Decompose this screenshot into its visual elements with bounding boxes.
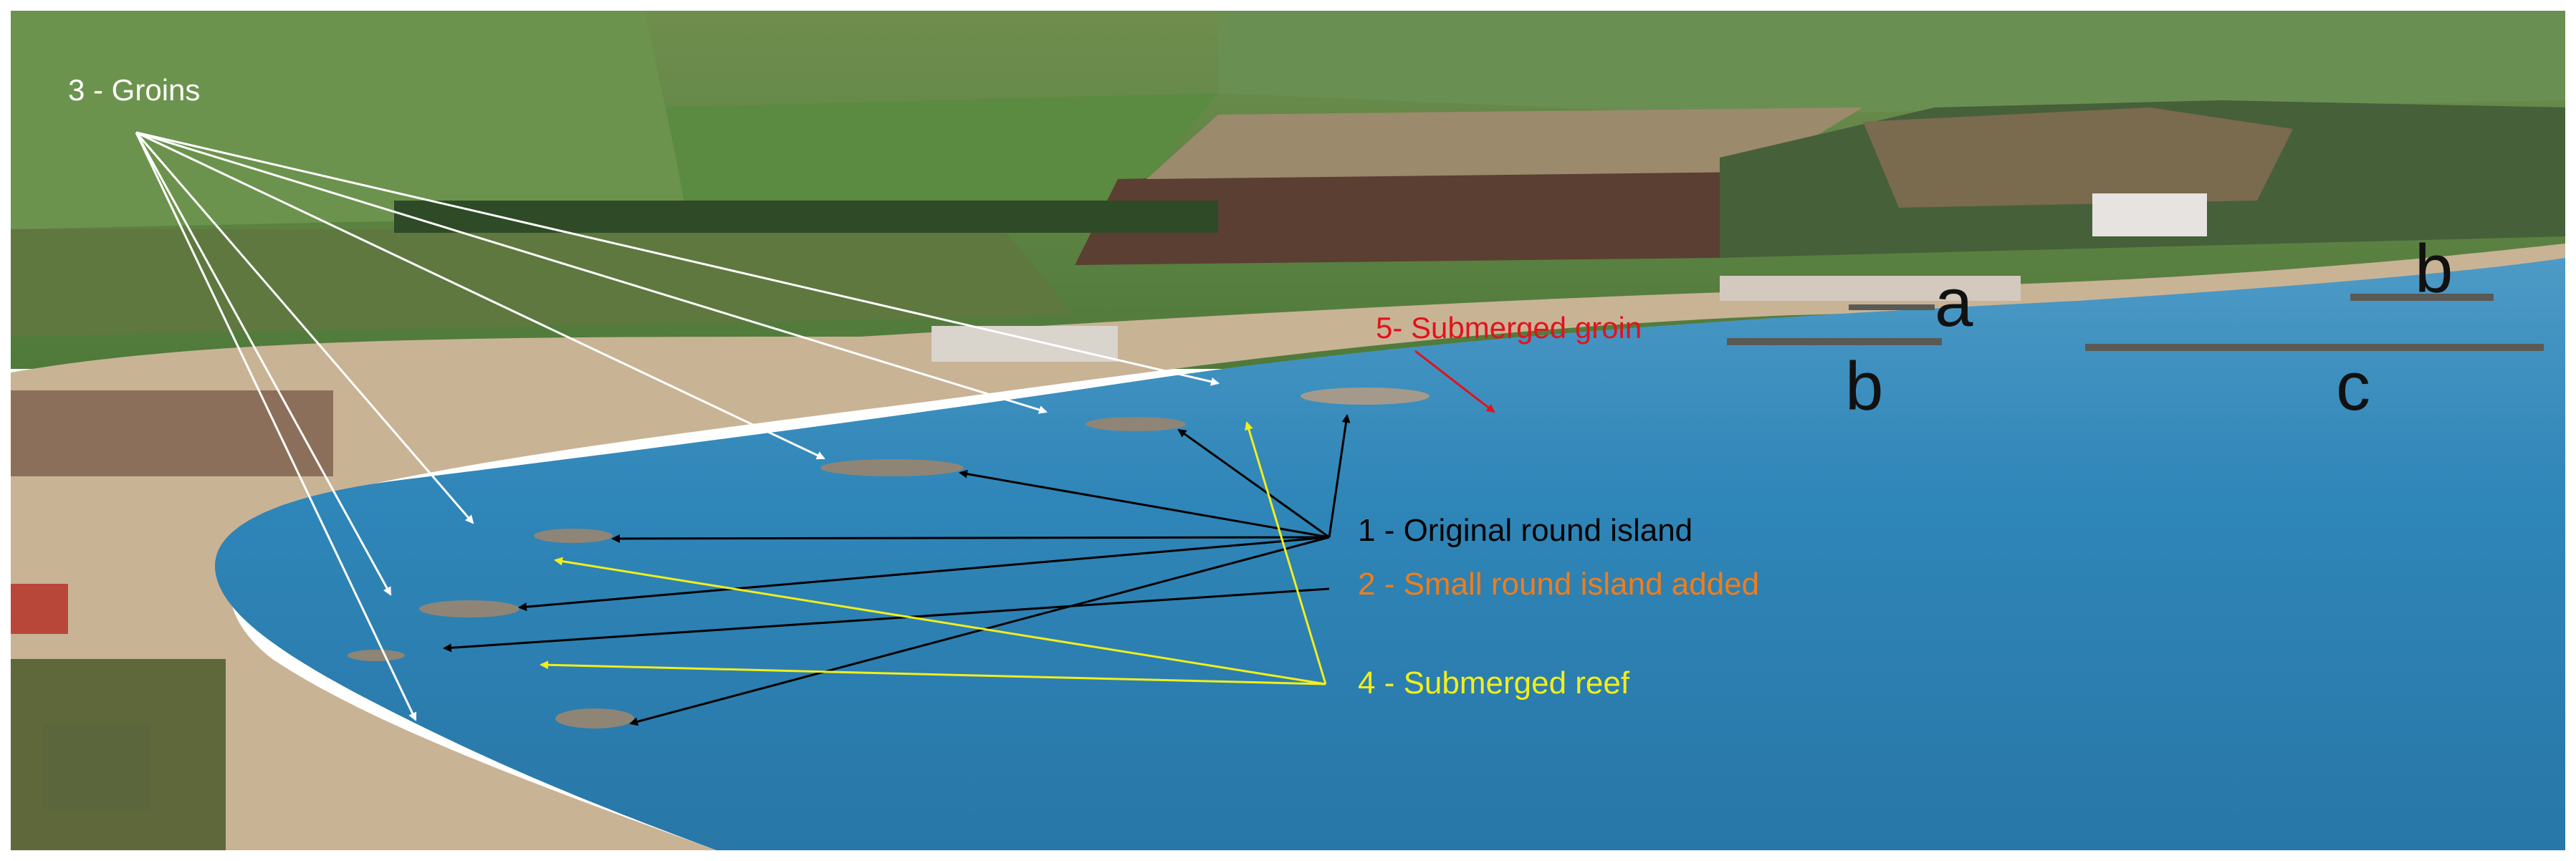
- vegetation-bottom-left: [11, 659, 226, 850]
- sea: [215, 258, 2565, 850]
- white-arrows-groins: [135, 131, 1220, 721]
- label-a: a: [1935, 264, 1973, 341]
- round-island-7: [555, 708, 634, 728]
- field-tan: [1146, 107, 1863, 179]
- black-arrow-small-island: [443, 587, 1330, 653]
- label-b-left: b: [1845, 348, 1883, 425]
- beach: [11, 244, 2565, 850]
- round-island-1: [1301, 388, 1430, 405]
- field-green-center: [666, 93, 1218, 222]
- round-island-5: [419, 600, 519, 617]
- photo: [11, 11, 2565, 850]
- breakwater-b-right: [2350, 294, 2494, 301]
- orchard-rows: [11, 229, 1075, 337]
- black-arrows-original-island: [518, 414, 1351, 726]
- label-small-round-island: 2 - Small round island added: [1358, 567, 1759, 602]
- round-island-4: [534, 529, 613, 543]
- hill-trees-brown: [1863, 107, 2293, 208]
- label-groins: 3 - Groins: [68, 73, 200, 107]
- label-c: c: [2336, 348, 2370, 425]
- beach-structures: [932, 326, 1118, 362]
- round-island-2: [1086, 417, 1186, 431]
- field-brown: [1075, 165, 1756, 265]
- round-island-6: [348, 650, 405, 661]
- breakwater-a: [1849, 304, 1935, 310]
- yellow-arrows-reef: [540, 421, 1327, 686]
- tree-line: [394, 201, 1218, 233]
- field-top-right: [1218, 11, 2565, 115]
- red-arrow-submerged-groin: [1414, 350, 1495, 413]
- white-building-hill: [2092, 193, 2207, 236]
- beach-structures-right: [1720, 276, 2021, 301]
- field-light-green: [11, 11, 688, 229]
- breakwater-b-left: [1727, 338, 1942, 345]
- breakwater-c: [2085, 344, 2544, 351]
- label-original-round-island: 1 - Original round island: [1358, 513, 1692, 548]
- round-island-3: [820, 459, 964, 476]
- label-submerged-reef: 4 - Submerged reef: [1358, 665, 1630, 701]
- label-b-right: b: [2415, 231, 2453, 307]
- label-submerged-groin: 5- Submerged groin: [1376, 311, 1642, 345]
- building-red-left: [11, 584, 68, 634]
